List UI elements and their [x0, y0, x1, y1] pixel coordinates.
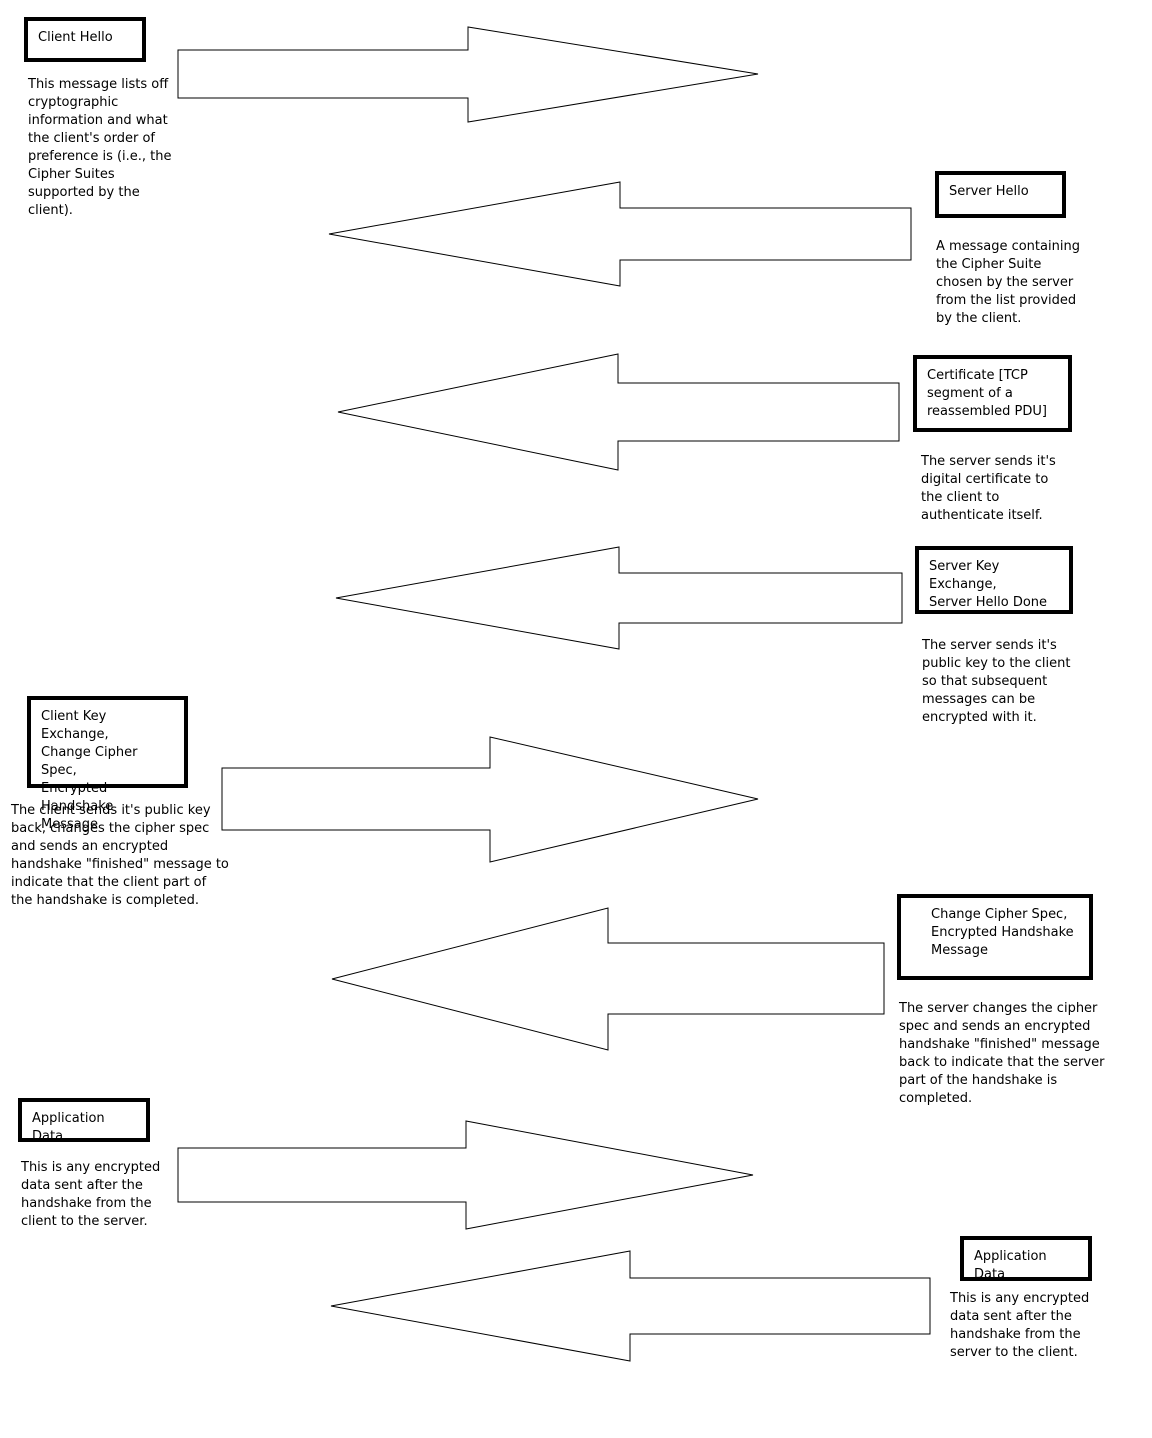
application-data-server-label: Application Data	[974, 1249, 1047, 1282]
server-key-exchange-label: Server Key Exchange, Server Hello Done	[929, 559, 1048, 610]
server-key-exchange-description: The server sends it's public key to the …	[922, 638, 1071, 725]
certificate-description: The server sends it's digital certificat…	[921, 454, 1056, 523]
certificate-box: Certificate [TCP segment of a reassemble…	[913, 355, 1072, 432]
arrow-application-data-server	[330, 1250, 931, 1362]
change-cipher-spec-description: The server changes the cipher spec and s…	[899, 1001, 1105, 1106]
application-data-client-label: Application Data	[32, 1111, 105, 1144]
server-hello-box: Server Hello	[935, 171, 1066, 218]
application-data-client-description: This is any encrypted data sent after th…	[21, 1160, 161, 1229]
server-key-exchange-box: Server Key Exchange, Server Hello Done	[915, 546, 1073, 614]
application-data-server-description: This is any encrypted data sent after th…	[950, 1291, 1090, 1360]
client-key-exchange-label: Client Key Exchange, Change Cipher Spec,…	[41, 709, 138, 832]
server-hello-label: Server Hello	[949, 184, 1029, 199]
arrow-client-key-exchange	[221, 736, 759, 863]
client-hello-description: This message lists off cryptographic inf…	[28, 77, 172, 218]
arrow-server-key-exchange	[335, 546, 903, 650]
certificate-label: Certificate [TCP segment of a reassemble…	[927, 368, 1047, 419]
arrow-certificate	[337, 353, 900, 471]
arrow-client-hello	[177, 26, 759, 123]
client-key-exchange-box: Client Key Exchange, Change Cipher Spec,…	[27, 696, 188, 832]
server-hello-description: A message containing the Cipher Suite ch…	[936, 239, 1080, 326]
change-cipher-spec-box: Change Cipher Spec, Encrypted Handshake …	[897, 894, 1093, 980]
arrow-application-data-client	[177, 1120, 754, 1230]
client-hello-label: Client Hello	[38, 30, 113, 45]
client-key-exchange-description: The client sends it's public key back, c…	[11, 803, 229, 908]
client-hello-box: Client Hello	[24, 17, 146, 62]
application-data-client-box: Application Data	[18, 1098, 150, 1144]
change-cipher-spec-label: Change Cipher Spec, Encrypted Handshake …	[931, 907, 1074, 958]
application-data-server-box: Application Data	[960, 1236, 1092, 1282]
arrow-change-cipher-spec	[331, 907, 885, 1051]
arrow-server-hello	[328, 181, 912, 287]
